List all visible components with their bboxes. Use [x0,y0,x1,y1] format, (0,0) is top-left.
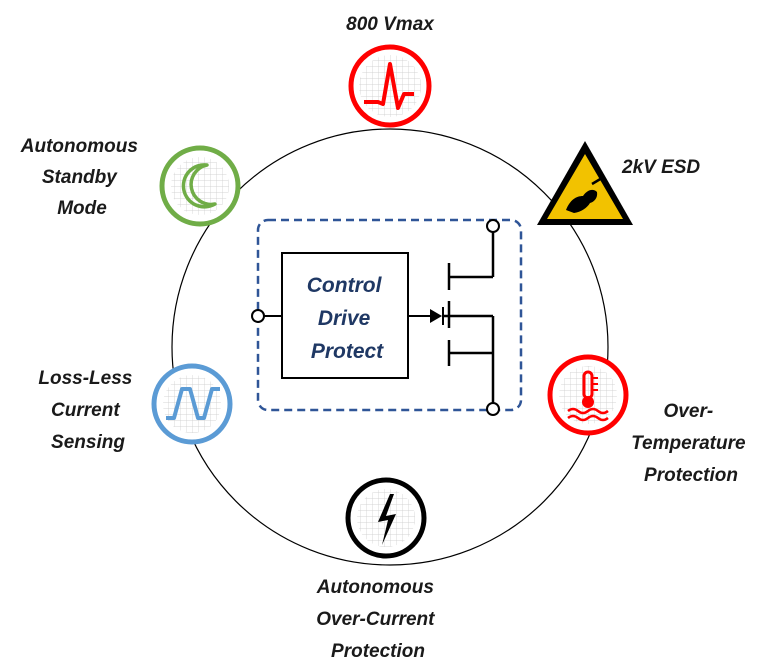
vmax-label: 800 Vmax [346,14,435,35]
temperature-label: Over- Temperature Protection [631,401,751,486]
pulse-train-icon [151,363,233,445]
feature-ring [171,128,609,566]
thermometer-icon [547,354,629,436]
esd-label: 2kV ESD [621,157,700,178]
overcurrent-label: Autonomous Over-Current Protection [316,577,440,662]
lightning-bolt-icon [345,477,427,559]
crescent-moon-icon [159,145,241,227]
standby-label: Autonomous Standby Mode [20,136,143,219]
esd-warning-icon [537,141,633,225]
control-block [281,252,409,379]
input-terminal [251,309,282,323]
gate-diode-symbol [408,307,444,325]
transistor-symbol [443,232,495,403]
control-block-label: Control Drive Protect [307,274,388,363]
sensing-label: Loss-Less Current Sensing [38,368,137,453]
source-terminal [486,402,500,416]
pulse-waveform-icon [348,44,432,128]
drain-terminal [486,219,500,233]
